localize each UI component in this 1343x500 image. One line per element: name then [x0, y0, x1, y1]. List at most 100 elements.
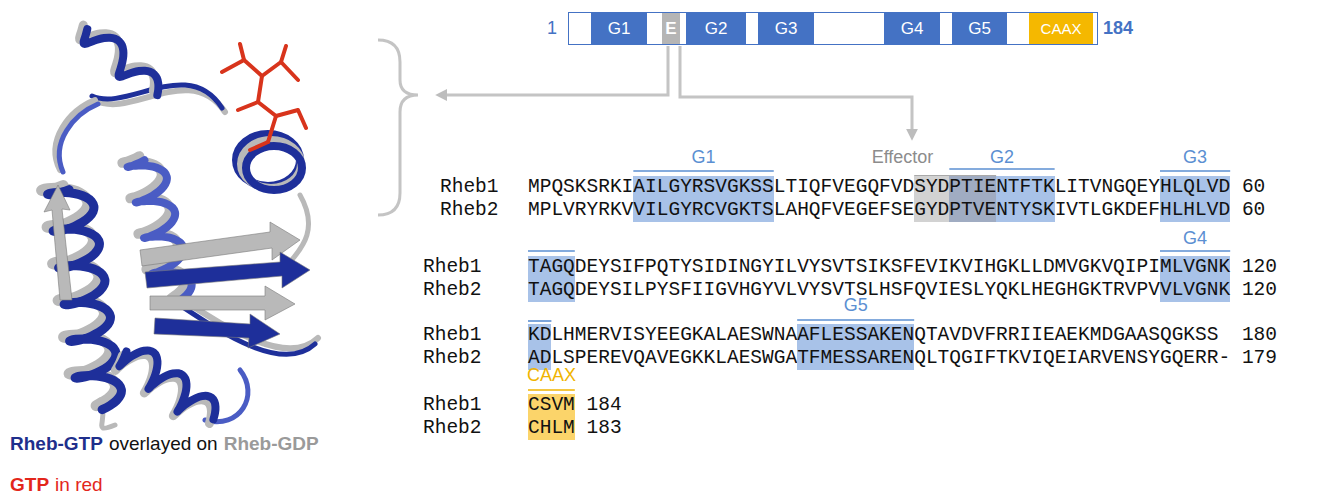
gtp-molecule: [238, 44, 286, 110]
sequence-name: Rheb2: [423, 279, 482, 302]
motif-line: [949, 168, 1054, 170]
domain-box: G4: [884, 13, 940, 44]
domain-box: CAAX: [1029, 13, 1093, 44]
motif-label: G3: [1183, 146, 1207, 168]
caption-line: Rheb-GTPoverlayed onRheb-GDP: [10, 433, 325, 455]
beta-strand: [44, 185, 72, 300]
residue-number: 1: [547, 17, 557, 39]
residue-number: 179: [1242, 347, 1277, 370]
domain-name: CAAX: [1041, 20, 1082, 37]
residue-number: 183: [587, 417, 622, 440]
sequence-name: Rheb2: [423, 417, 482, 440]
motif-line: [528, 250, 575, 252]
motif-line: [528, 320, 551, 322]
motif-label: G4: [1183, 227, 1207, 249]
beta-strand: [145, 252, 310, 288]
sequence-segment: SYD: [914, 176, 949, 199]
sequence-segment: MLVGNK: [1160, 256, 1230, 279]
sequence-name: Rheb1: [423, 394, 482, 417]
bracket: [378, 40, 418, 215]
domain-box: G5: [952, 13, 1007, 44]
domain-name: G2: [705, 19, 728, 39]
domain-box: G3: [758, 13, 814, 44]
caption-text: in red: [55, 474, 103, 496]
sequence-segment: LSPEREVQAVEGKKLAESWGA: [551, 347, 797, 370]
sequence-segment: LTIQFVEGQFVD: [774, 176, 914, 199]
domain-bar: 1184G1EG2G3G4G5CAAX: [568, 12, 1098, 45]
sequence-segment: LHMERVISYEEGKALAESWNA: [551, 324, 797, 347]
motif-label: G1: [692, 146, 716, 168]
beta-strand: [154, 314, 280, 348]
sequence-segment: IVTLGKDEF: [1055, 199, 1160, 222]
sequence-segment: TAGQ: [528, 279, 575, 302]
residue-number: 180: [1242, 324, 1277, 347]
residue-number: 184: [587, 394, 622, 417]
sequence-segment: AILGYRSVGKSS: [633, 176, 773, 199]
sequence-name: Rheb1: [440, 176, 499, 199]
sequence-segment: TFMESSAREN: [797, 347, 914, 370]
residue-number: 184: [1103, 17, 1133, 39]
helix-ribbon: [84, 29, 159, 95]
caption-text: overlayed on: [109, 433, 218, 455]
sequence-segment: NTYSK: [996, 199, 1055, 222]
domain-box: G1: [591, 13, 647, 44]
domain-name: E: [665, 19, 676, 39]
pointer-arrow: [680, 46, 912, 136]
gtp-molecule: [258, 76, 276, 142]
sequence-segment: TAGQ: [528, 256, 575, 279]
sequence-segment: HLHLVD: [1160, 199, 1230, 222]
motif-lines: [528, 169, 1230, 390]
sequence-segment: CSVM: [528, 394, 575, 417]
sequence-name: Rheb1: [423, 324, 482, 347]
residue-number: 120: [1242, 256, 1277, 279]
pointer-arrow: [440, 46, 668, 95]
residue-number: 60: [1242, 199, 1265, 222]
protein-structure: [42, 25, 318, 428]
sequence-segment: VILGYRCVGKTS: [633, 199, 773, 222]
motif-line: [633, 170, 773, 172]
sequence-segment: LAHQFVEGEFSE: [774, 199, 914, 222]
sequence-segment: DEYSIFPQTYSIDINGYILVYSVTSIKSFEVIKVIHGKLL…: [575, 256, 1160, 279]
sequence-name: Rheb2: [440, 199, 499, 222]
sequence-segment: QLTQGIFTKVIQEIARVENSYGQERR-: [914, 347, 1230, 370]
residue-number: 60: [1242, 176, 1265, 199]
sequence-segment: AFLESSAKEN: [797, 324, 914, 347]
sequence-segment: NTFTK: [996, 176, 1055, 199]
sequence-name: Rheb1: [423, 256, 482, 279]
gtp-molecule: [250, 110, 306, 150]
domain-name: G3: [775, 19, 798, 39]
helix-ribbon: [80, 25, 155, 91]
loop: [59, 104, 98, 172]
motif-line: [528, 389, 575, 391]
sequence-segment: LITVNGQEY: [1055, 176, 1160, 199]
motif-label: G5: [844, 294, 868, 316]
domain-name: G1: [608, 19, 631, 39]
motif-line: [797, 319, 914, 321]
loop: [290, 195, 309, 262]
caption-text: GTP: [10, 474, 49, 496]
caption-line: GTP in red: [10, 474, 109, 496]
domain-box: E: [662, 13, 680, 44]
sequence-segment: PTIE: [949, 176, 996, 199]
residue-number: 120: [1242, 279, 1277, 302]
sequence-segment: CHLM: [528, 417, 575, 440]
motif-label: CAAX: [527, 364, 576, 386]
domain-name: G5: [968, 19, 991, 39]
caption-text: Rheb-GTP: [10, 433, 103, 455]
sequence-segment: MPLVRYRKV: [528, 199, 633, 222]
motif-line: [1160, 170, 1230, 172]
sequence-segment: KD: [528, 324, 551, 347]
helix-ribbon: [119, 350, 215, 419]
beta-strand: [140, 222, 300, 266]
helix-ribbon: [115, 354, 211, 423]
sequence-segment: MPQSKSRKI: [528, 176, 633, 199]
sequence-segment: GYD: [914, 199, 949, 222]
domain-box: G2: [686, 13, 746, 44]
helix-end: [246, 146, 302, 190]
motif-label: Effector: [872, 146, 934, 168]
motif-line: [1160, 250, 1230, 252]
sequence-segment: PTVE: [949, 199, 996, 222]
domain-name: G4: [901, 19, 924, 39]
